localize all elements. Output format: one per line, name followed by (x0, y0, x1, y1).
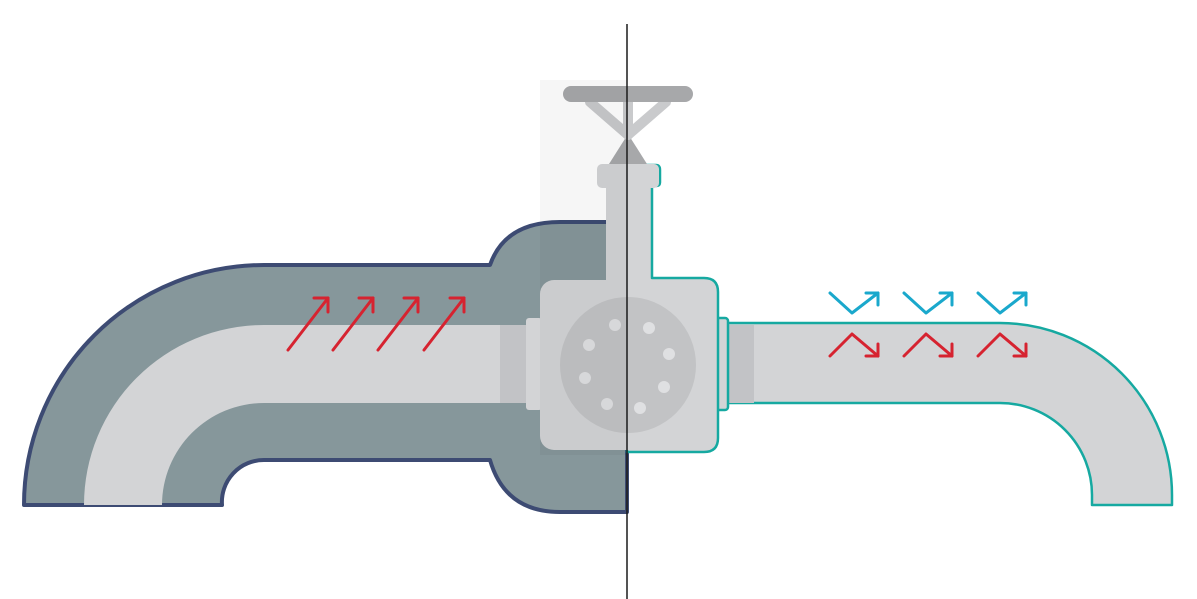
insulated-inner-pipe (84, 325, 530, 505)
heat-loss-arrows (828, 291, 1028, 358)
heat-bounce-arrow-2 (902, 332, 954, 358)
heat-bounce-arrow-3 (976, 332, 1028, 358)
left-valve-flange (526, 318, 542, 410)
insulated-pipe-section (22, 220, 629, 514)
cold-bounce-arrow-2 (902, 291, 954, 315)
heat-bounce-arrow-1 (828, 332, 880, 358)
valve-bonnet (597, 164, 659, 188)
bare-pipe (625, 321, 1174, 507)
right-pipe-collar (728, 325, 754, 403)
valve-stem (606, 184, 650, 284)
heat-arrow-3 (376, 296, 420, 352)
heat-arrow-1 (286, 296, 330, 352)
left-pipe-collar (500, 325, 530, 403)
handwheel-spokes (585, 95, 671, 140)
valve-bolts (579, 319, 675, 414)
valve-disc (560, 297, 696, 433)
valve-stem-cone (609, 134, 647, 164)
cold-bounce-arrow-3 (976, 291, 1028, 315)
handwheel (563, 86, 693, 102)
valve (540, 86, 720, 454)
heat-retained-arrows (286, 296, 466, 352)
cold-bounce-arrow-1 (828, 291, 880, 315)
heat-arrow-2 (331, 296, 375, 352)
heat-arrow-4 (422, 296, 466, 352)
insulated-half-shade (540, 80, 627, 455)
